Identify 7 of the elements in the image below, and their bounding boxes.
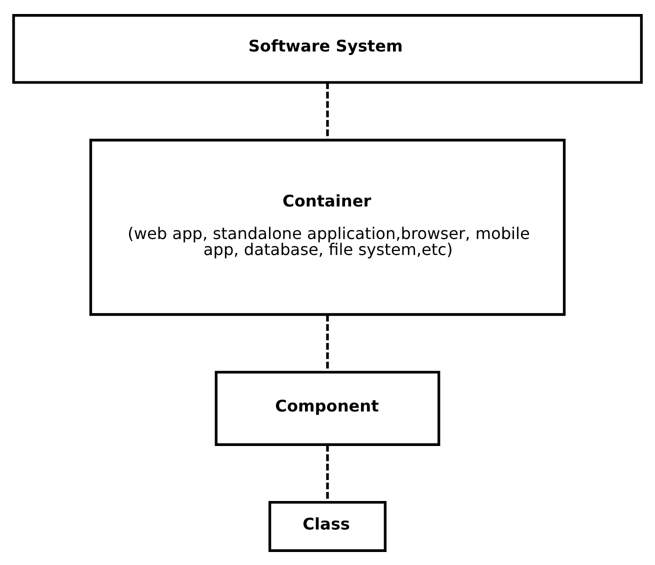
node-box: Component bbox=[214, 370, 440, 446]
node-box: Software System bbox=[12, 14, 643, 84]
connector bbox=[326, 82, 329, 140]
node-box: Container (web app, standalone application,browser, mobile app, database, file system,etc) bbox=[89, 138, 566, 316]
connector bbox=[326, 444, 329, 502]
connector bbox=[326, 314, 329, 372]
node-box: Class bbox=[268, 500, 387, 552]
